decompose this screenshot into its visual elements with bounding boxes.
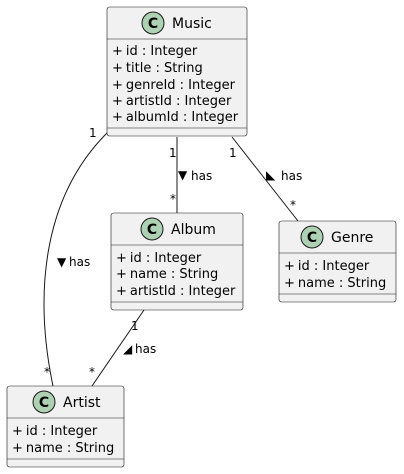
- visibility-public: +: [12, 441, 23, 456]
- svg-text:+id : Integer: +id : Integer: [112, 44, 198, 59]
- edge-music-genre: [231, 136, 299, 222]
- visibility-public: +: [284, 259, 295, 274]
- mult-album-artist-from: 1: [131, 319, 139, 333]
- class-artist[interactable]: C Artist +id : Integer +name : String: [6, 385, 125, 468]
- class-stereotype-letter: C: [148, 16, 158, 32]
- class-artist-attributes: +id : Integer +name : String: [12, 424, 114, 456]
- svg-text:+name : String: +name : String: [284, 276, 386, 291]
- class-genre-attributes: +id : Integer +name : String: [284, 259, 386, 291]
- class-stereotype-letter: C: [39, 395, 49, 411]
- visibility-public: +: [116, 284, 127, 299]
- class-stereotype-icon: [32, 390, 56, 414]
- label-music-genre: has: [281, 169, 302, 183]
- visibility-public: +: [112, 94, 123, 109]
- attribute: artistId : Integer: [126, 94, 232, 109]
- arrow-music-genre: ◣: [266, 168, 276, 182]
- visibility-public: +: [116, 267, 127, 282]
- svg-text:+id : Integer: +id : Integer: [284, 259, 370, 274]
- attribute: name : String: [130, 267, 218, 282]
- edge-album-artist: [91, 309, 145, 387]
- visibility-public: +: [112, 44, 123, 59]
- svg-text:+id : Integer: +id : Integer: [116, 251, 202, 266]
- svg-text:+name : String: +name : String: [12, 441, 114, 456]
- visibility-public: +: [112, 61, 123, 76]
- attribute: id : Integer: [126, 44, 198, 59]
- attribute: artistId : Integer: [130, 284, 236, 299]
- class-music-name: Music: [172, 16, 212, 32]
- mult-music-genre-from: 1: [229, 146, 237, 160]
- attribute: albumId : Integer: [126, 110, 239, 125]
- label-album-artist: has: [135, 342, 156, 356]
- label-music-artist: has: [69, 255, 90, 269]
- arrow-music-album: ▼: [178, 168, 188, 182]
- class-genre-name: Genre: [331, 230, 373, 246]
- mult-music-genre-to: *: [290, 198, 296, 212]
- mult-music-album-from: 1: [169, 146, 177, 160]
- mult-music-artist-to: *: [44, 365, 50, 379]
- class-stereotype-icon: [300, 225, 324, 249]
- visibility-public: +: [112, 78, 123, 93]
- class-album-attributes: +id : Integer +name : String +artistId :…: [116, 251, 236, 299]
- visibility-public: +: [12, 424, 23, 439]
- svg-text:+artistId : Integer: +artistId : Integer: [112, 94, 232, 109]
- svg-text:+name : String: +name : String: [116, 267, 218, 282]
- class-album[interactable]: C Album +id : Integer +name : String +ar…: [110, 212, 244, 311]
- svg-text:+genreId : Integer: +genreId : Integer: [112, 78, 236, 93]
- attribute: id : Integer: [130, 251, 202, 266]
- class-music[interactable]: C Music +id : Integer +title : String +g…: [106, 6, 248, 137]
- mult-music-album-to: *: [170, 192, 176, 206]
- class-stereotype-icon: [141, 11, 165, 35]
- label-music-album: has: [191, 169, 212, 183]
- class-artist-name: Artist: [63, 395, 101, 411]
- class-stereotype-letter: C: [307, 230, 317, 246]
- svg-text:+artistId : Integer: +artistId : Integer: [116, 284, 236, 299]
- class-album-name: Album: [171, 222, 216, 238]
- attribute: id : Integer: [298, 259, 370, 274]
- class-music-attributes: +id : Integer +title : String +genreId :…: [112, 44, 239, 125]
- mult-album-artist-to: *: [89, 365, 95, 379]
- svg-text:+albumId : Integer: +albumId : Integer: [112, 110, 239, 125]
- attribute: name : String: [26, 441, 114, 456]
- class-stereotype-letter: C: [147, 222, 157, 238]
- mult-music-artist-from: 1: [89, 126, 97, 140]
- svg-text:+id : Integer: +id : Integer: [12, 424, 98, 439]
- attribute: genreId : Integer: [126, 78, 236, 93]
- svg-text:+title : String: +title : String: [112, 61, 203, 76]
- visibility-public: +: [112, 110, 123, 125]
- visibility-public: +: [284, 276, 295, 291]
- attribute: title : String: [126, 61, 203, 76]
- attribute: name : String: [298, 276, 386, 291]
- class-genre[interactable]: C Genre +id : Integer +name : String: [278, 220, 397, 303]
- attribute: id : Integer: [26, 424, 98, 439]
- class-stereotype-icon: [140, 217, 164, 241]
- arrow-album-artist: ◢: [123, 342, 133, 356]
- edge-music-artist: [43, 132, 108, 387]
- visibility-public: +: [116, 251, 127, 266]
- arrow-music-artist: ▼: [57, 255, 67, 269]
